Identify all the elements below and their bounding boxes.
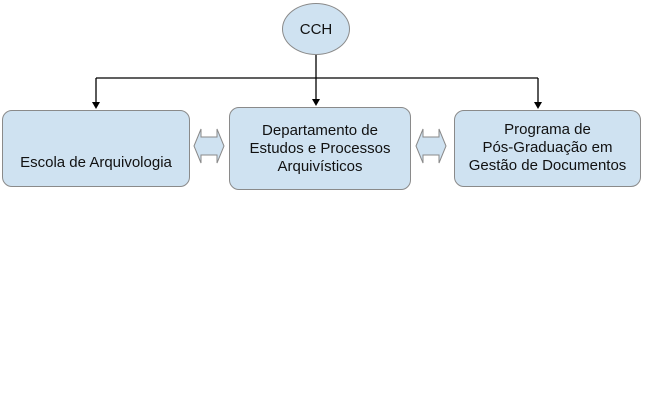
node-cch-label: CCH xyxy=(299,20,333,38)
node-escola-label: Escola de Arquivologia xyxy=(20,153,172,171)
node-programa-line: Gestão de Documentos xyxy=(468,157,627,174)
node-cch: CCH xyxy=(282,3,350,55)
double-arrow-right xyxy=(415,128,447,164)
node-departamento: Departamento de Estudos e Processos Arqu… xyxy=(229,107,411,190)
node-departamento-line: Arquivísticos xyxy=(277,157,363,175)
node-departamento-line: Departamento de xyxy=(262,121,378,139)
arrowhead-right xyxy=(534,102,542,109)
node-programa-pos-graduacao: Programa de Pós-Graduação em Gestão de D… xyxy=(454,110,641,187)
node-programa-line: Programa de xyxy=(504,121,591,138)
arrowhead-left xyxy=(92,102,100,109)
double-arrow-left xyxy=(193,128,225,164)
node-escola-arquivologia: Escola de Arquivologia xyxy=(2,110,190,187)
arrowhead-center xyxy=(312,99,320,106)
node-programa-line: Pós-Graduação em xyxy=(482,139,613,156)
node-departamento-line: Estudos e Processos xyxy=(249,139,391,157)
